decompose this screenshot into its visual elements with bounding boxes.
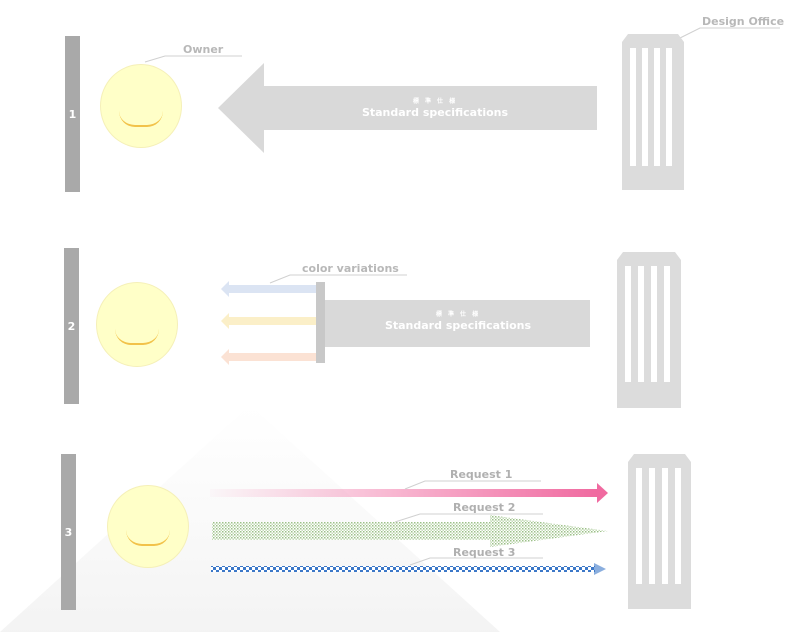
variation-arrow-blue — [221, 281, 318, 297]
request-3-label: Request 3 — [453, 546, 516, 559]
arrow-small-text-2: 標 準 仕 様 — [435, 311, 481, 318]
smile-1 — [119, 111, 163, 127]
panel-number-2: 2 — [67, 319, 76, 333]
office-callout-line — [679, 27, 780, 39]
panel-number-1: 1 — [68, 107, 77, 121]
smile-3 — [126, 530, 170, 546]
design-office-building-1 — [622, 34, 684, 190]
background-glow — [0, 405, 500, 632]
request-1-arrow — [210, 483, 608, 503]
arrow-text-2: 標 準 仕 様 Standard specifications — [353, 311, 563, 333]
request-1-label: Request 1 — [450, 468, 513, 481]
owner-callout-line — [144, 55, 242, 63]
design-office-label: Design Office — [702, 15, 785, 28]
smile-2 — [115, 329, 159, 345]
arrow-main-text-1: Standard specifications — [361, 106, 509, 119]
owner-label: Owner — [183, 43, 224, 56]
design-office-building-3 — [628, 454, 691, 609]
variation-arrow-peach — [221, 349, 318, 365]
arrow-main-text-2: Standard specifications — [384, 319, 532, 332]
request-2-label: Request 2 — [453, 501, 516, 514]
request-2-callout-line — [394, 513, 543, 523]
arrow-text-1: 標 準 仕 様 Standard specifications — [330, 98, 540, 120]
owner-face-2 — [96, 282, 178, 367]
design-office-building-2 — [617, 252, 681, 408]
arrow-small-text-1: 標 準 仕 様 — [412, 98, 458, 105]
request-1-callout-line — [404, 480, 541, 490]
standard-spec-arrow-1 — [218, 63, 597, 153]
panel-number-3: 3 — [64, 525, 73, 539]
color-variations-label: color variations — [302, 262, 399, 275]
panel-number-bar-3: 3 — [61, 454, 76, 610]
standard-spec-block-2 — [325, 300, 590, 347]
variations-callout-line — [269, 274, 407, 284]
request-3-callout-line — [409, 557, 543, 566]
request-3-arrow — [211, 563, 606, 575]
panel-number-bar-1: 1 — [65, 36, 80, 192]
request-2-arrow — [212, 515, 608, 547]
variation-separator — [316, 282, 325, 363]
variation-arrow-yellow — [221, 313, 318, 329]
panel-number-bar-2: 2 — [64, 248, 79, 404]
owner-face-1 — [100, 64, 182, 148]
owner-face-3 — [107, 485, 189, 568]
